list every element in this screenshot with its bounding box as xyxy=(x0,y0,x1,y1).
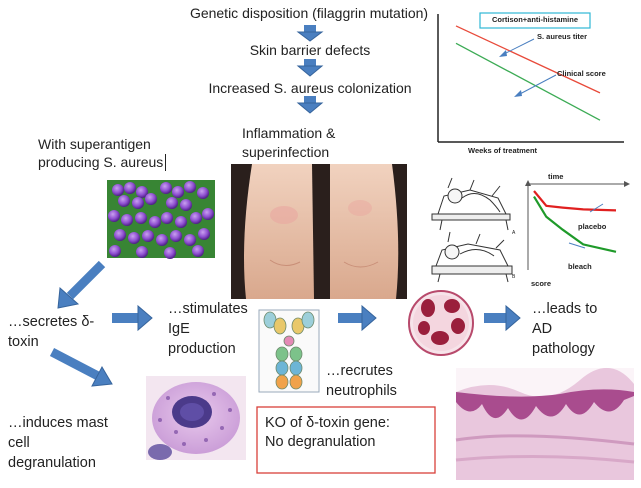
stimulates-label-3: production xyxy=(168,341,236,357)
arrow-secretes-to-mast-cell xyxy=(49,348,113,387)
chart1-legend-titer: S. aureus titer xyxy=(537,32,588,41)
induces-label-2: cell xyxy=(8,435,30,451)
chart2-legend-bleach: bleach xyxy=(568,262,592,271)
series-s-aureus-titer-line xyxy=(455,25,601,94)
chart2-legend-placebo: placebo xyxy=(578,222,607,231)
superantigen-label-2: producing S. aureus xyxy=(38,154,167,171)
series-clinical-score-line xyxy=(455,42,601,121)
illustration-label-b: B xyxy=(512,274,516,280)
arrow-to-stimulates xyxy=(112,304,153,332)
callout-arrow-clinical xyxy=(517,74,557,96)
ko-box xyxy=(256,406,436,474)
recrutes-label-1: …recrutes xyxy=(326,363,393,379)
chart1-title-box xyxy=(479,12,591,29)
mast-cell-micrograph xyxy=(146,376,246,460)
series-bleach-line xyxy=(533,196,617,253)
chart1-legend-clinical: Clinical score xyxy=(557,69,606,78)
chart-treatment xyxy=(437,12,624,143)
induces-label-1: …induces mast xyxy=(8,415,108,431)
flow-step-barrier: Skin barrier defects xyxy=(249,42,371,58)
stimulates-label-2: IgE xyxy=(168,321,190,337)
flow-step-genetic: Genetic disposition (filaggrin mutation) xyxy=(189,5,429,21)
arrow-to-pathology xyxy=(484,304,521,332)
flow-step-inflammation-1: Inflammation & xyxy=(242,125,336,141)
series-placebo-line xyxy=(533,190,617,212)
callout-bleach xyxy=(568,242,586,249)
recrutes-label-2: neutrophils xyxy=(326,383,397,399)
flow-step-inflammation-2: superinfection xyxy=(242,144,330,160)
leads-label-2: AD xyxy=(532,321,553,337)
chart1-title: Cortison+anti-histamine xyxy=(491,15,579,24)
chart2-score-label: score xyxy=(531,279,552,288)
knee-photo xyxy=(231,164,407,299)
infant-bath-illustration-a xyxy=(431,177,511,231)
stimulates-label-1: …stimulates xyxy=(168,301,248,317)
leads-label-3: pathology xyxy=(532,341,595,357)
neutrophil-cell xyxy=(408,290,474,356)
flow-arrow-3 xyxy=(296,96,324,114)
skin-histology xyxy=(455,367,635,480)
callout-arrowhead-titer xyxy=(499,50,507,57)
leads-label-1: …leads to xyxy=(532,301,598,317)
callout-placebo xyxy=(589,203,604,213)
secretes-label-1: …secretes δ- xyxy=(8,314,95,330)
induces-label-3: degranulation xyxy=(8,455,96,471)
arrow-to-neutrophil xyxy=(338,304,377,332)
arrow-superantigen-to-secretes xyxy=(57,260,106,309)
flow-arrow-2 xyxy=(296,59,324,77)
callout-arrowhead-clinical xyxy=(514,90,522,97)
chart1-x-label: Weeks of treatment xyxy=(468,146,538,155)
secretes-label-2: toxin xyxy=(8,334,39,350)
superantigen-label-1: With superantigen xyxy=(38,136,151,152)
ige-antibody-illustration xyxy=(258,309,320,393)
flow-step-colonization: Increased S. aureus colonization xyxy=(208,80,412,96)
chart2-time-label: time xyxy=(548,172,564,181)
ko-box-line-1: KO of δ-toxin gene: xyxy=(265,415,390,431)
infant-bath-illustration-b xyxy=(431,231,513,283)
callout-arrow-titer xyxy=(501,38,535,56)
flow-arrow-1 xyxy=(296,25,324,42)
chart-bleach-study xyxy=(525,180,630,270)
ko-box-line-2: No degranulation xyxy=(265,434,376,450)
illustration-label-a: A xyxy=(512,230,516,236)
bacteria-micrograph xyxy=(107,180,215,259)
